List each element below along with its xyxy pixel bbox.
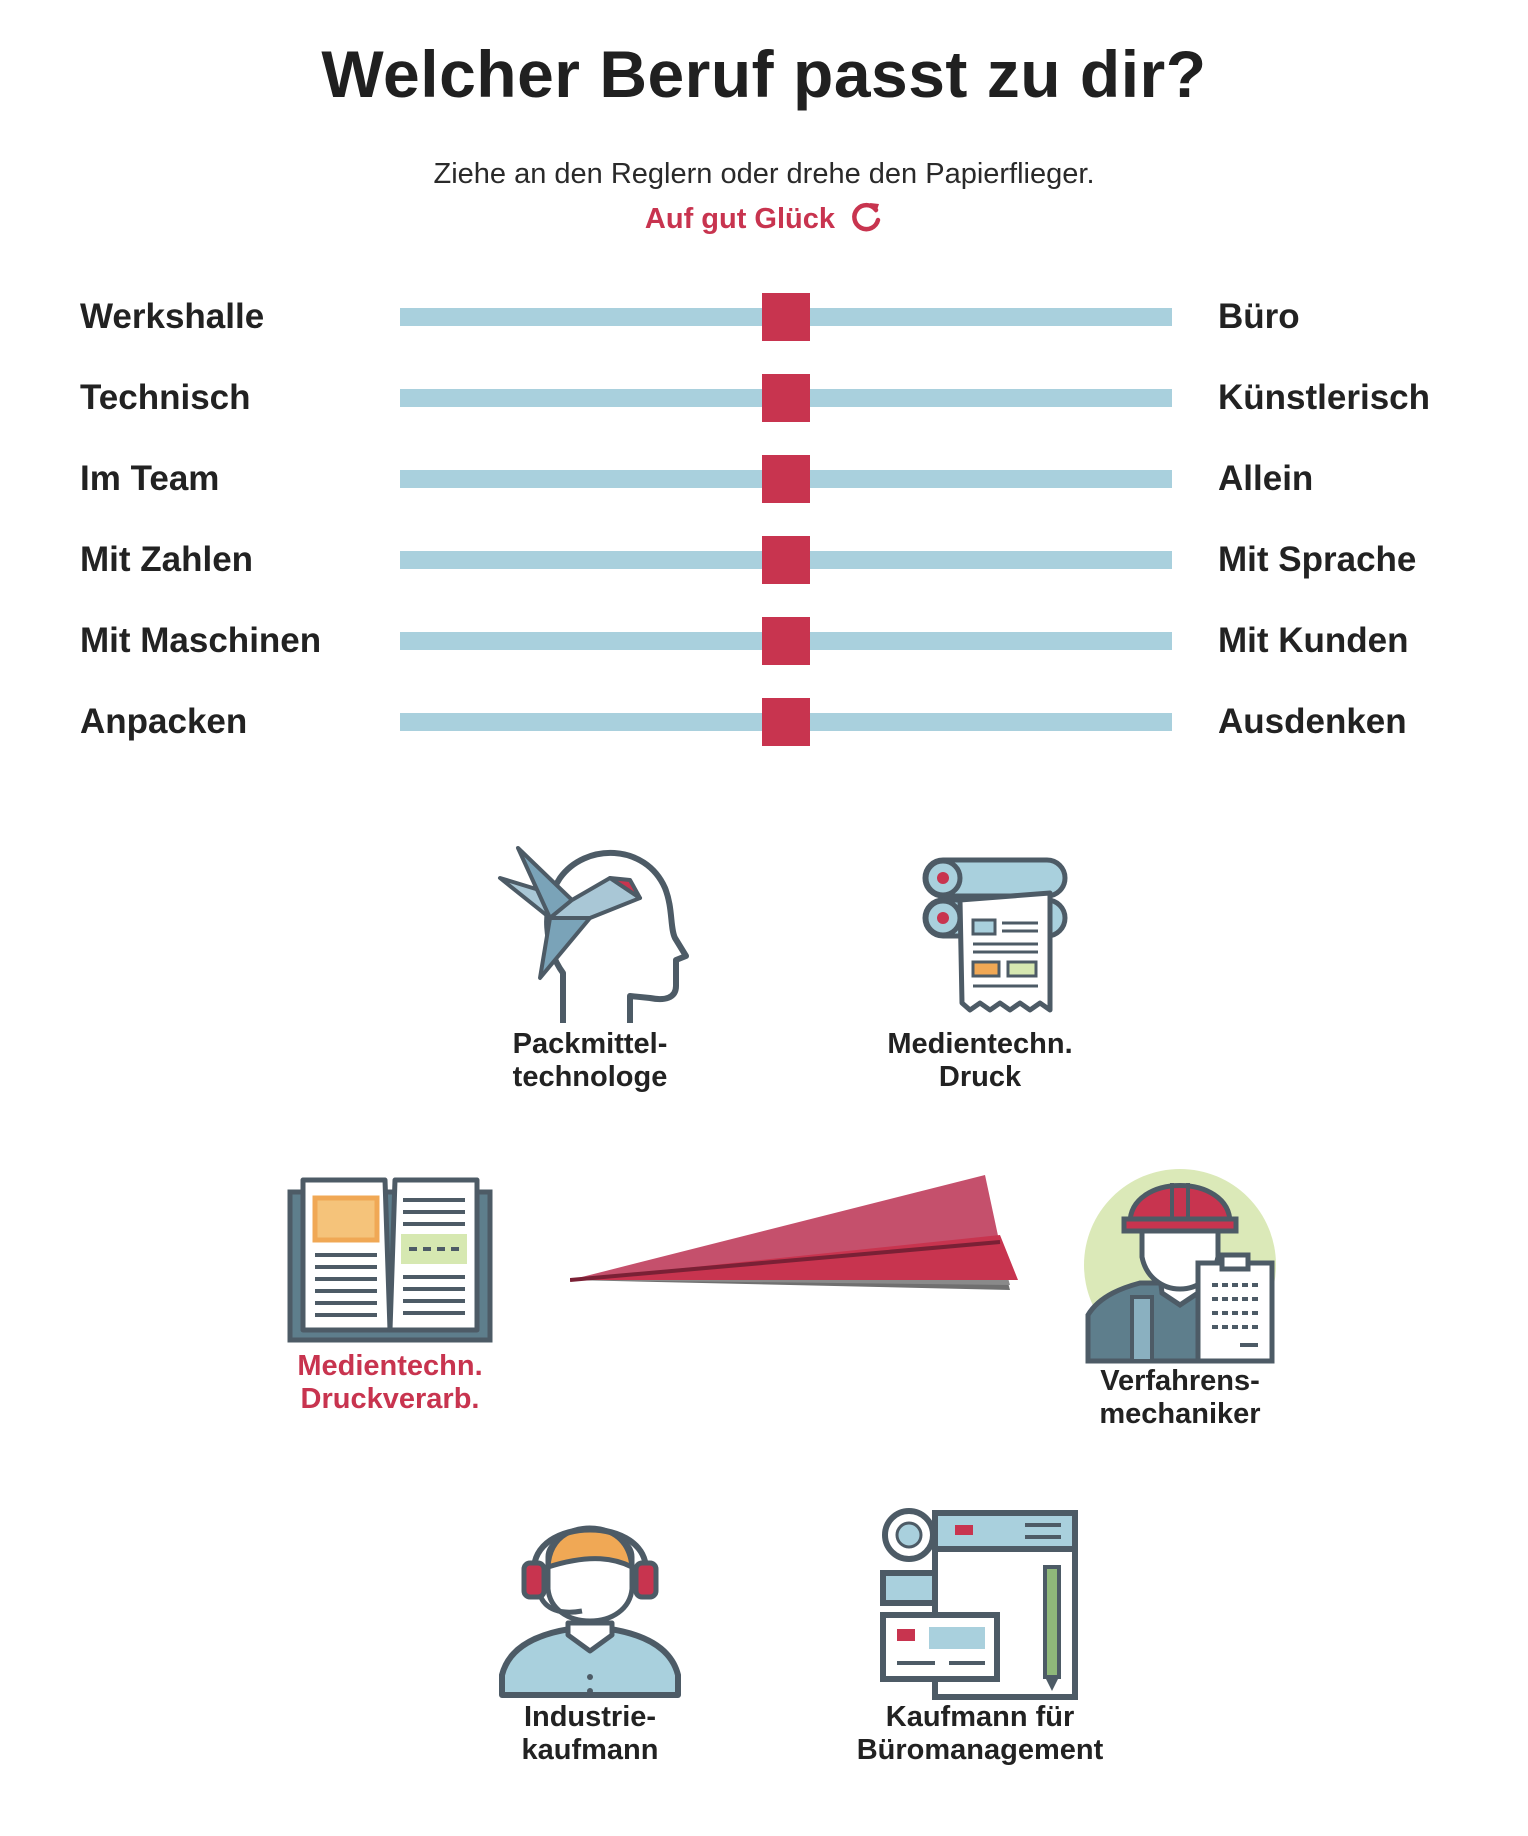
slider-left-label: Werkshalle bbox=[80, 297, 265, 336]
slider-left-label: Mit Zahlen bbox=[80, 540, 254, 579]
slider-team-allein: Im Team Allein bbox=[0, 454, 1528, 504]
job-medientechn-druckverarb[interactable]: Medientechn. Druckverarb. bbox=[260, 1170, 520, 1416]
job-medientechn-druck[interactable]: Medientechn. Druck bbox=[850, 838, 1110, 1094]
slider-thumb[interactable] bbox=[762, 374, 810, 422]
job-kaufmann-bueromanagement[interactable]: Kaufmann für Büromanagement bbox=[820, 1505, 1140, 1767]
random-button[interactable]: Auf gut Glück bbox=[0, 203, 1528, 236]
slider-technisch-kuenstlerisch: Technisch Künstlerisch bbox=[0, 373, 1528, 423]
slider-thumb[interactable] bbox=[762, 698, 810, 746]
slider-right-label: Büro bbox=[1218, 297, 1300, 336]
paper-bird-head-icon bbox=[498, 846, 689, 1023]
paper-plane-icon bbox=[569, 1175, 1018, 1290]
printing-rollers-icon bbox=[922, 857, 1068, 1013]
office-documents-icon bbox=[880, 1508, 1078, 1700]
paper-plane[interactable] bbox=[569, 1170, 1020, 1355]
headset-person-icon bbox=[499, 1525, 681, 1698]
open-book-icon bbox=[287, 1177, 493, 1343]
random-button-label: Auf gut Glück bbox=[644, 203, 836, 235]
refresh-icon bbox=[852, 203, 881, 232]
slider-right-label: Künstlerisch bbox=[1218, 378, 1430, 417]
slider-thumb[interactable] bbox=[762, 455, 810, 503]
page-title: Welcher Beruf passt zu dir? bbox=[321, 37, 1207, 111]
slider-left-label: Mit Maschinen bbox=[80, 621, 322, 660]
slider-anpacken-ausdenken: Anpacken Ausdenken bbox=[0, 697, 1528, 747]
job-label: Kaufmann für Büromanagement bbox=[856, 1701, 1104, 1766]
job-industriekaufmann[interactable]: Industrie- kaufmann bbox=[460, 1505, 720, 1767]
job-label: Packmittel- technologe bbox=[512, 1028, 668, 1093]
slider-werkshalle-buero: Werkshalle Büro bbox=[0, 292, 1528, 342]
slider-right-label: Mit Kunden bbox=[1218, 621, 1409, 660]
slider-maschinen-kunden: Mit Maschinen Mit Kunden bbox=[0, 616, 1528, 666]
slider-left-label: Im Team bbox=[80, 459, 220, 498]
job-label: Verfahrens- mechaniker bbox=[1099, 1365, 1261, 1430]
job-packmitteltechnologe[interactable]: Packmittel- technologe bbox=[460, 838, 720, 1094]
job-label: Industrie- kaufmann bbox=[521, 1701, 659, 1766]
slider-left-label: Technisch bbox=[80, 378, 251, 417]
slider-thumb[interactable] bbox=[762, 293, 810, 341]
slider-thumb[interactable] bbox=[762, 536, 810, 584]
job-label: Medientechn. Druck bbox=[887, 1028, 1073, 1093]
instructions-text: Ziehe an den Reglern oder drehe den Papi… bbox=[433, 158, 1095, 190]
slider-right-label: Ausdenken bbox=[1218, 702, 1407, 741]
job-verfahrensmechaniker[interactable]: Verfahrens- mechaniker bbox=[1050, 1165, 1310, 1431]
slider-right-label: Allein bbox=[1218, 459, 1314, 498]
slider-zahlen-sprache: Mit Zahlen Mit Sprache bbox=[0, 535, 1528, 585]
job-label: Medientechn. Druckverarb. bbox=[297, 1350, 483, 1415]
slider-thumb[interactable] bbox=[762, 617, 810, 665]
worker-helmet-icon bbox=[1084, 1169, 1276, 1364]
slider-left-label: Anpacken bbox=[80, 702, 248, 741]
slider-right-label: Mit Sprache bbox=[1218, 540, 1417, 579]
